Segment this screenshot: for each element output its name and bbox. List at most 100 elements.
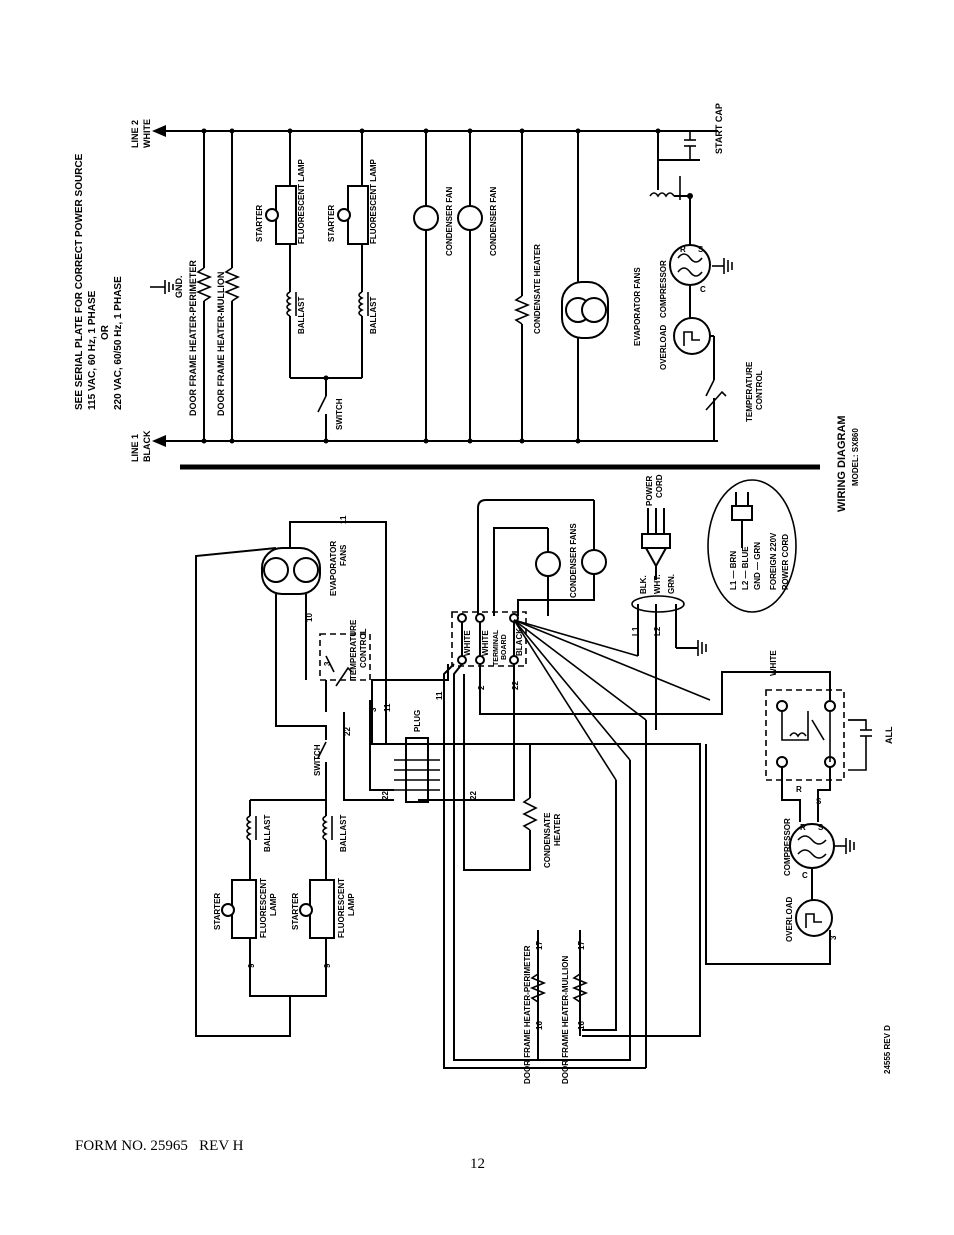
ballast-1-label: BALLAST	[297, 297, 306, 334]
pictorial-evaporator-fan-2-icon	[293, 557, 319, 583]
ballast-2-label: BALLAST	[369, 297, 378, 334]
terminal-board-label-line-1: TERMINAL	[493, 629, 500, 666]
wire-3-overload-label: 3	[829, 935, 838, 940]
pictorial-compressor-s-label: S	[818, 823, 824, 832]
pictorial-condenser-fan-2-icon	[581, 549, 607, 575]
line-2-arrow-icon	[152, 125, 166, 137]
pictorial-lamp-2-label-line-2: LAMP	[347, 893, 356, 916]
pictorial-lamp-2-label-line-1: FLUORESCENT	[337, 878, 346, 938]
compressor-s-label: S	[698, 245, 704, 254]
foreign-gnd-label: GND — GRN	[753, 542, 762, 590]
wire-22-plug-left-label: 22	[381, 791, 390, 800]
pictorial-condenser-fans-label: CONDENSER FANS	[569, 523, 578, 598]
pictorial-diagram: POWER CORD BLK. WHT. GRN. L1 L2 L1 — BRN…	[195, 474, 894, 1084]
pictorial-temp-control-label-line-1: TEMPERATURE	[349, 619, 358, 680]
pictorial-mullion-heater-icon	[571, 973, 589, 1003]
terminal-white-1-label: WHITE	[463, 630, 472, 656]
pictorial-lamp-1-label-line-2: LAMP	[269, 893, 278, 916]
wire-16-perimeter-label: 16	[535, 1021, 544, 1030]
start-cap-label: START CAP	[714, 103, 724, 154]
pictorial-condensate-heater-label-line-1: CONDENSATE	[543, 812, 552, 868]
diagram-title: WIRING DIAGRAM	[836, 415, 848, 512]
line-1-arrow-icon	[152, 435, 166, 447]
page-number: 12	[470, 1156, 485, 1172]
line-1-color-label: BLACK	[142, 430, 152, 462]
revision-label: 24555 REV D	[883, 1025, 892, 1074]
ballast-1-coil-icon	[286, 291, 292, 317]
condenser-fan-2-icon	[457, 205, 483, 231]
all-label: ALL	[884, 726, 894, 744]
starter-2-icon	[337, 208, 351, 222]
compressor-ground-icon	[712, 258, 733, 274]
cord-blk-label: BLK.	[639, 575, 648, 594]
pictorial-switch-icon	[317, 741, 327, 759]
power-cord-plug-icon	[641, 533, 671, 549]
condenser-fan-1-label: CONDENSER FAN	[445, 186, 454, 256]
relay-r-label: R	[796, 785, 802, 794]
overload-label: OVERLOAD	[659, 324, 668, 370]
starter-1-label: STARTER	[255, 205, 264, 242]
pictorial-ballast-1-icon	[246, 815, 252, 841]
relay-coil-icon	[649, 192, 675, 198]
cord-ground-icon	[697, 640, 707, 656]
compressor-motor-icon	[669, 244, 711, 286]
line-2-label: LINE 2	[130, 120, 140, 148]
condenser-fan-2-label: CONDENSER FAN	[489, 186, 498, 256]
condensate-heater-resistor-icon	[513, 295, 531, 325]
pictorial-overload-label: OVERLOAD	[785, 896, 794, 942]
switch-icon	[317, 395, 327, 413]
pictorial-ballast-2-label: BALLAST	[339, 815, 348, 852]
perimeter-heater-resistor-icon	[195, 267, 213, 302]
cord-strain-relief-icon	[631, 595, 685, 613]
pictorial-starter-1-label: STARTER	[213, 893, 222, 930]
pictorial-ballast-2-icon	[322, 815, 328, 841]
terminal-black-label: BLACK	[515, 628, 524, 656]
compressor-r-label: R	[680, 245, 686, 254]
starter-1-icon	[265, 208, 279, 222]
temperature-control-switch-icon	[705, 379, 715, 397]
cord-wht-label: WHT.	[653, 574, 662, 594]
pictorial-fluorescent-lamp-2-icon	[309, 879, 335, 939]
wire-17-perimeter-label: 17	[535, 941, 544, 950]
pictorial-compressor-label: COMPRESSOR	[783, 818, 792, 876]
pictorial-compressor-ground-icon	[834, 838, 855, 854]
perimeter-heater-label: DOOR FRAME HEATER-PERIMETER	[188, 260, 198, 416]
mullion-heater-resistor-icon	[223, 267, 241, 302]
pictorial-starter-1-icon	[221, 903, 235, 917]
pictorial-condensate-heater-resistor-icon	[522, 797, 538, 831]
wire-11-top-label: 11	[339, 515, 348, 524]
wire-11-mid-label: 11	[383, 703, 392, 712]
foreign-cord-label-line-2: POWER CORD	[781, 534, 790, 590]
pictorial-starter-2-label: STARTER	[291, 893, 300, 930]
wire-11-terminal-label: 11	[435, 691, 444, 700]
wire-22-terminal-label: 22	[511, 681, 520, 690]
pictorial-evaporator-fans-label-line-1: EVAPORATOR	[329, 541, 338, 596]
plug-label: PLUG	[413, 710, 422, 732]
evaporator-fan-2-icon	[581, 297, 607, 323]
pictorial-evaporator-fans-label-line-2: FANS	[339, 544, 348, 566]
temperature-control-label-line-2: CONTROL	[755, 370, 764, 410]
terminal-board-label-line-2: BOARD	[501, 634, 508, 660]
line-2-color-label: WHITE	[142, 119, 152, 148]
pictorial-condensate-heater-label-line-2: HEATER	[553, 813, 562, 846]
wire-3-top-label: 3	[323, 661, 332, 666]
wire-22-plug-right-label: 22	[469, 791, 478, 800]
note-line-1: SEE SERIAL PLATE FOR CORRECT POWER SOURC…	[74, 153, 85, 410]
pictorial-condenser-fan-1-icon	[535, 551, 561, 577]
line-1-label: LINE 1	[130, 434, 140, 462]
junction-dots	[201, 128, 661, 444]
wire-22-switch-label: 22	[343, 727, 352, 736]
relay-s-label: S	[816, 797, 822, 806]
white-wire-label: WHITE	[769, 650, 778, 676]
switch-label: SWITCH	[335, 398, 344, 430]
pictorial-compressor-icon	[789, 823, 835, 869]
pictorial-perimeter-heater-label: DOOR FRAME HEATER-PERIMETER	[523, 945, 532, 1084]
pictorial-switch-label: SWITCH	[313, 744, 322, 776]
cord-grn-label: GRN.	[667, 574, 676, 594]
pictorial-fluorescent-lamp-1-icon	[231, 879, 257, 939]
foreign-l1-label: L1 — BRN	[729, 551, 738, 590]
evaporator-fans-label: EVAPORATOR FANS	[633, 267, 642, 346]
foreign-plug-icon	[731, 505, 753, 521]
temperature-control-label-line-1: TEMPERATURE	[745, 361, 754, 422]
